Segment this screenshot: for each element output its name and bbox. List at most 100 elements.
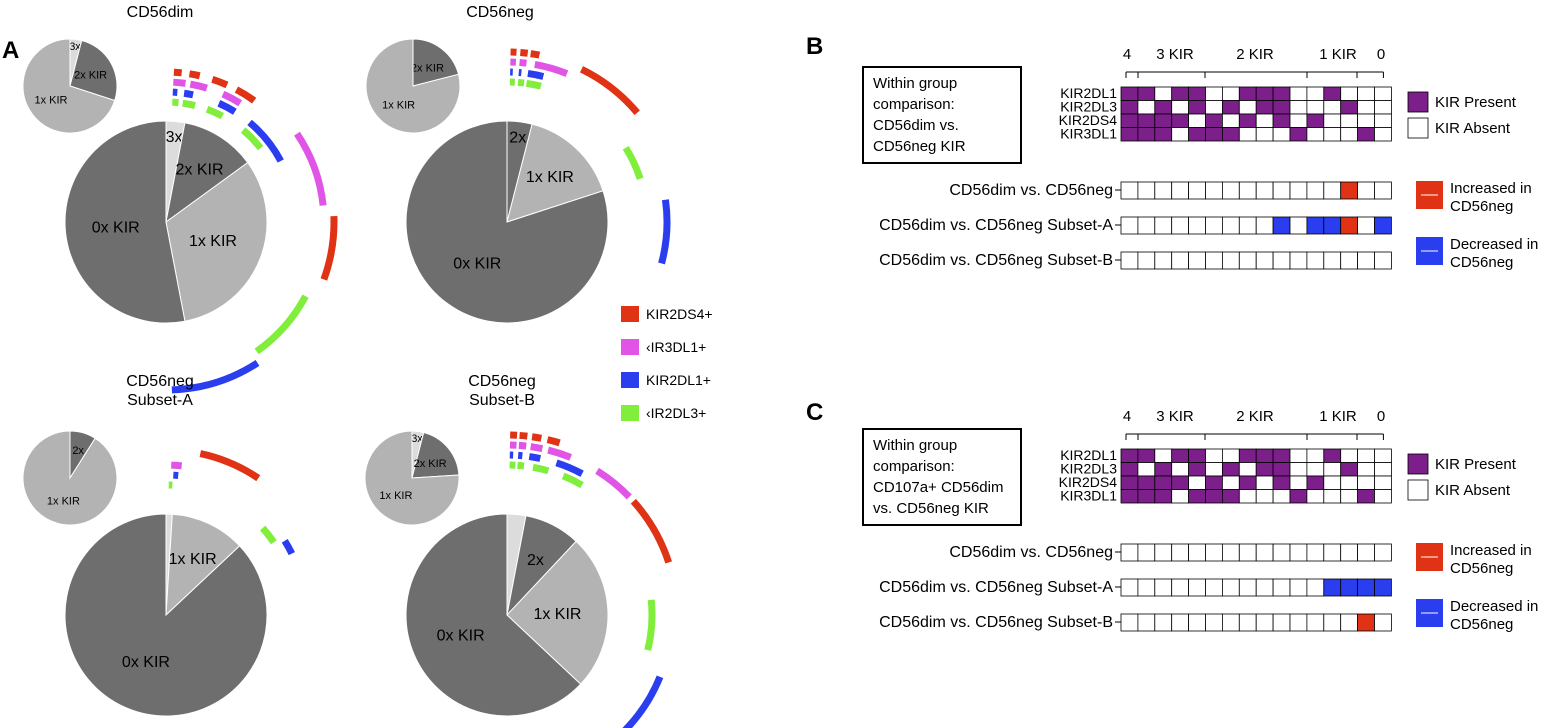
panel-c-cell-0-5 [1205,448,1223,463]
panel-b-comparison-cell-0-5 [1205,181,1223,200]
panel-c-cell-0-4 [1188,448,1206,463]
pie-2-ring-kir2dl1-3 [281,538,295,556]
legend-swatch-1 [621,339,639,355]
panel-b-comparison-cell-1-9 [1272,216,1291,235]
panel-c-cell-2-1 [1137,475,1156,490]
panel-b-comparison-cell-0-8 [1255,181,1274,200]
panel-c-cell-3-9 [1272,489,1291,504]
panel-c-box-line-2: CD107a+ CD56dim [873,479,1003,496]
panel-b-box-line-2: CD56dim vs. [873,117,959,134]
pie-0-main-label-1x-kir: 1x KIR [189,233,237,250]
pie-1-inset-label-2x-kir: 2x KIR [411,62,444,74]
pie-2-main-label-0x-kir: 0x KIR [122,654,170,671]
panel-c-comparison-cell-1-7 [1238,578,1257,597]
panel-c-cell-3-7 [1238,489,1257,504]
panel-b-group-label-0: 4 [1123,46,1131,63]
panel-b-cell-0-5 [1205,86,1223,101]
panel-b-cell-1-3 [1171,100,1189,115]
pie-1-main-label-0x-kir: 0x KIR [453,255,501,272]
panel-c-cell-1-13 [1340,462,1358,477]
panel-c-cell-2-15 [1374,475,1392,490]
panel-b-comparison-cell-0-13 [1340,181,1358,200]
panel-b-change-label-0-1: CD56neg [1450,198,1513,215]
panel-b-comparison-label-0: CD56dim vs. CD56neg [949,182,1113,199]
pie-0-ring-kir2dl1-13 [171,359,260,394]
panel-b-comparison-cell-1-7 [1238,216,1257,235]
panel-b-comparison-cell-1-0 [1120,216,1139,235]
panel-b-cell-1-12 [1323,100,1342,115]
panel-c-cell-2-11 [1306,475,1325,490]
pie-0-ring-kir2ds4-3 [234,86,257,104]
panel-b-comparison-cell-0-0 [1120,181,1139,200]
panel-c-cell-0-12 [1323,448,1342,463]
panel-b-comparison-cell-1-4 [1188,216,1206,235]
pie-2-ring-kir3dl1-1 [171,461,183,470]
panel-c-comparison-cell-1-6 [1222,578,1240,597]
panel-c-legend-absent-label: KIR Absent [1435,482,1511,499]
panel-c-comparison-cell-1-0 [1120,578,1139,597]
panel-c-comparison-label-2: CD56dim vs. CD56neg Subset-B [879,614,1113,631]
panel-b-cell-3-15 [1374,127,1392,142]
pie-1-ring-kir2ds4-2 [530,50,541,59]
panel-b-row-label-kir2dl1: KIR2DL1 [1060,85,1117,101]
panel-b-comparison-cell-0-1 [1137,181,1156,200]
panel-label-c: C [806,399,823,426]
panel-b-cell-3-5 [1205,127,1223,142]
panel-c-cell-1-7 [1238,462,1257,477]
pie-3-ring-kir3dl1-7 [530,443,544,453]
pie-3-title-line-1: Subset-B [469,392,535,409]
panel-c-cell-1-2 [1154,462,1173,477]
panel-c-cell-0-9 [1272,448,1291,463]
panel-c-cell-3-13 [1340,489,1358,504]
panel-b-comparison-label-2: CD56dim vs. CD56neg Subset-B [879,252,1113,269]
pie-3-main-slice-0x-kir-3 [405,513,582,717]
pie-3-ring-kir2ds4-3 [546,436,561,447]
panel-c-comparison-cell-1-9 [1272,578,1291,597]
pie-3-main-label-0x-kir: 0x KIR [437,628,485,645]
panel-b-comparison-cell-0-15 [1374,181,1392,200]
panel-b-cell-1-8 [1255,100,1274,115]
panel-c-cell-2-9 [1272,475,1291,490]
pie-0-ring-kir2dl3-15 [182,99,196,109]
panel-c-cell-0-14 [1357,448,1375,463]
panel-c-cell-3-0 [1120,489,1139,504]
panel-b-box-line-1: comparison: [873,96,955,113]
panel-b-box-line-3: CD56neg KIR [873,138,966,155]
panel-b-cell-1-15 [1374,100,1392,115]
pie-0-ring-kir2dl3-14 [172,98,179,107]
panel-b-cell-2-5 [1205,113,1223,128]
panel-c-cell-3-5 [1205,489,1223,504]
panel-c-cell-2-7 [1238,475,1257,490]
panel-b-comparison-cell-2-11 [1306,251,1325,270]
pie-0-main-slice-2x-kir-1 [165,122,249,224]
pie-1-main-label-2x: 2x [509,129,526,146]
panel-b-cell-2-1 [1137,113,1156,128]
panel-b-cell-1-4 [1188,100,1206,115]
panel-c-cell-1-11 [1306,462,1325,477]
pie-0-main-slice-1x-kir-2 [165,161,268,322]
pie-2-inset-label-2x: 2x [72,445,84,457]
pie-1-inset-label-1x-kir: 1x KIR [382,99,415,111]
panel-c-comparison-cell-2-1 [1137,613,1156,632]
pie-0-inset-label-3x: 3x [69,41,81,53]
panel-b-cell-0-10 [1289,86,1308,101]
panel-b-cell-3-1 [1137,127,1156,142]
pie-0-main-label-3x: 3x [166,129,183,146]
panel-b-row-label-kir3dl1: KIR3DL1 [1060,126,1117,142]
panel-b-cell-0-6 [1222,86,1240,101]
panel-c-comparison-cell-1-12 [1323,578,1342,597]
panel-b-group-label-1: 3 KIR [1156,46,1194,63]
panel-b-comparison-cell-1-2 [1154,216,1173,235]
panel-c-comparison-label-1: CD56dim vs. CD56neg Subset-A [879,579,1113,596]
panel-c-comparison-cell-2-5 [1205,613,1223,632]
pie-1-ring-kir2dl1-10 [658,199,671,265]
panel-b-box [862,66,1022,164]
panel-c-cell-1-4 [1188,462,1206,477]
panel-b-comparison-cell-2-6 [1222,251,1240,270]
pie-0-ring-kir2dl3-17 [240,127,264,151]
panel-b-legend-absent-swatch [1407,117,1429,139]
panel-b-comparison-cell-1-6 [1222,216,1240,235]
panel-c-cell-2-4 [1188,475,1206,490]
